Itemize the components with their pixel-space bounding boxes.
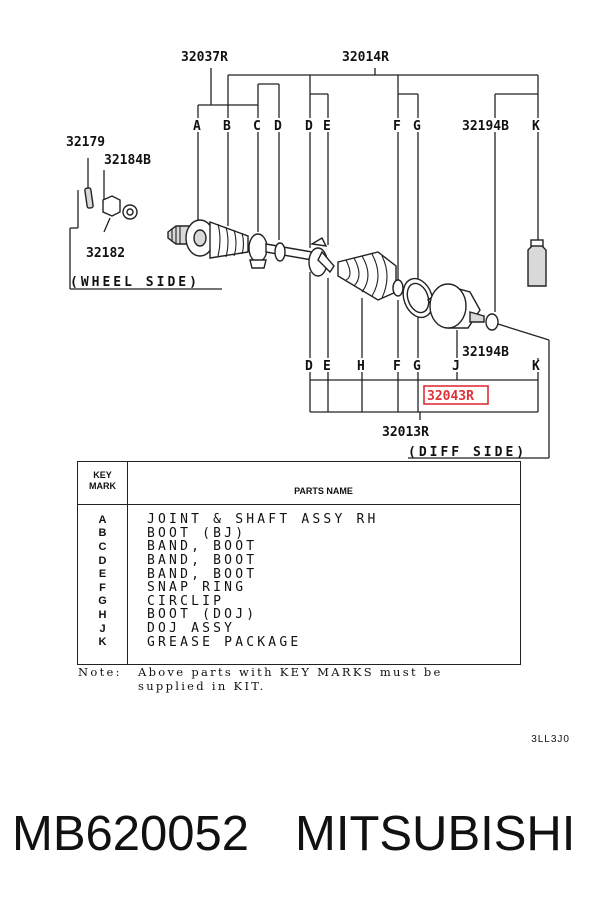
label-bot-f: F (393, 359, 401, 374)
bottom-bracket-lines (69, 228, 550, 459)
key-cell: F (99, 581, 106, 594)
table-row: E BAND, BOOT (78, 566, 520, 582)
kit-note: Note:Above parts with KEY MARKS must be … (78, 665, 518, 693)
highlight-box (423, 385, 489, 405)
label-wheel-side: (WHEEL SIDE) (70, 275, 200, 290)
name-cell: GREASE PACKAGE (147, 634, 302, 650)
label-top-f: F (393, 119, 401, 134)
label-bot-32194b: 32194B (462, 345, 509, 360)
label-top-b: B (223, 119, 231, 134)
label-top-e: E (323, 119, 331, 134)
key-cell: E (98, 568, 107, 581)
label-top-c: C (253, 119, 261, 134)
note-prefix: Note: (78, 665, 122, 679)
label-32037R: 32037R (181, 50, 228, 65)
table-header-divider (78, 504, 520, 505)
label-top-d2: D (305, 119, 313, 134)
note-line2: supplied in KIT. (138, 679, 266, 693)
name-cell: BAND, BOOT (147, 566, 258, 582)
wheel-side-parts (70, 158, 138, 233)
key-header-line2: MARK (89, 481, 116, 491)
table-rows: A JOINT & SHAFT ASSY RH B BOOT (BJ) C BAND,… (78, 512, 520, 650)
key-cell: J (99, 622, 106, 635)
part-number: MB620052 (12, 807, 250, 861)
label-bot-h: H (357, 359, 365, 374)
label-top-d1: D (274, 119, 282, 134)
label-top-32194b: 32194B (462, 119, 509, 134)
name-cell: DOJ ASSY (147, 621, 236, 637)
label-bot-e: E (323, 359, 331, 374)
label-32043r: 32043R (427, 389, 474, 404)
table-row: B BOOT (BJ) (78, 525, 520, 541)
key-cell: H (98, 608, 107, 621)
label-bot-j: J (452, 359, 460, 374)
table-row: J DOJ ASSY (78, 621, 520, 637)
label-diff-side: (DIFF SIDE) (408, 445, 527, 460)
leader-lines (197, 132, 539, 312)
table-row: F SNAP RING (78, 580, 520, 596)
note-line1: Above parts with KEY MARKS must be (138, 665, 443, 679)
table-row: G CIRCLIP (78, 593, 520, 609)
key-cell: A (98, 513, 107, 526)
drawing-code: 3LL3J0 (531, 734, 570, 745)
split-pin-32179 (84, 187, 94, 209)
name-cell: JOINT & SHAFT ASSY RH (147, 512, 379, 528)
name-cell: BAND, BOOT (147, 553, 258, 569)
parts-exploded-diagram: 32037R 32014R A B C D D E F G 32194B K 3… (66, 50, 550, 460)
table-row: H BOOT (DOJ) (78, 607, 520, 623)
label-32014R: 32014R (342, 50, 389, 65)
label-top-k: K (532, 119, 540, 134)
name-cell: BAND, BOOT (147, 539, 258, 555)
label-32184b: 32184B (104, 153, 151, 168)
table-row: D BAND, BOOT (78, 553, 520, 569)
name-cell: BOOT (DOJ) (147, 607, 258, 623)
top-bracket-lines (197, 68, 539, 118)
name-cell: SNAP RING (147, 580, 247, 596)
name-cell: CIRCLIP (147, 593, 225, 609)
key-header-line1: KEY (93, 470, 112, 480)
label-32179: 32179 (66, 135, 105, 150)
driveshaft-drawing (167, 219, 547, 331)
name-cell: BOOT (BJ) (147, 525, 247, 541)
key-cell: C (98, 540, 107, 553)
parts-name-header: PARTS NAME (294, 486, 353, 496)
table-row: K GREASE PACKAGE (78, 634, 520, 650)
label-bot-g: G (413, 359, 421, 374)
label-bot-k: K (532, 359, 540, 374)
lock-nut-32184B (102, 195, 121, 217)
label-bot-d: D (305, 359, 313, 374)
label-top-a: A (193, 119, 201, 134)
parts-table: KEY MARK PARTS NAME A JOINT & SHAFT ASSY … (77, 461, 521, 665)
key-cell: G (98, 595, 107, 608)
product-footer: MB620052 MITSUBISHI (12, 806, 592, 862)
label-32013r: 32013R (382, 425, 429, 440)
table-column-divider (127, 462, 128, 664)
key-cell: K (98, 636, 107, 649)
table-row: A JOINT & SHAFT ASSY RH (78, 512, 520, 528)
label-32182: 32182 (86, 246, 125, 261)
key-cell: D (98, 554, 107, 567)
brand-name: MITSUBISHI (295, 807, 576, 861)
key-cell: B (98, 527, 107, 540)
key-mark-header: KEY MARK (78, 470, 127, 492)
table-row: C BAND, BOOT (78, 539, 520, 555)
label-top-g: G (413, 119, 421, 134)
